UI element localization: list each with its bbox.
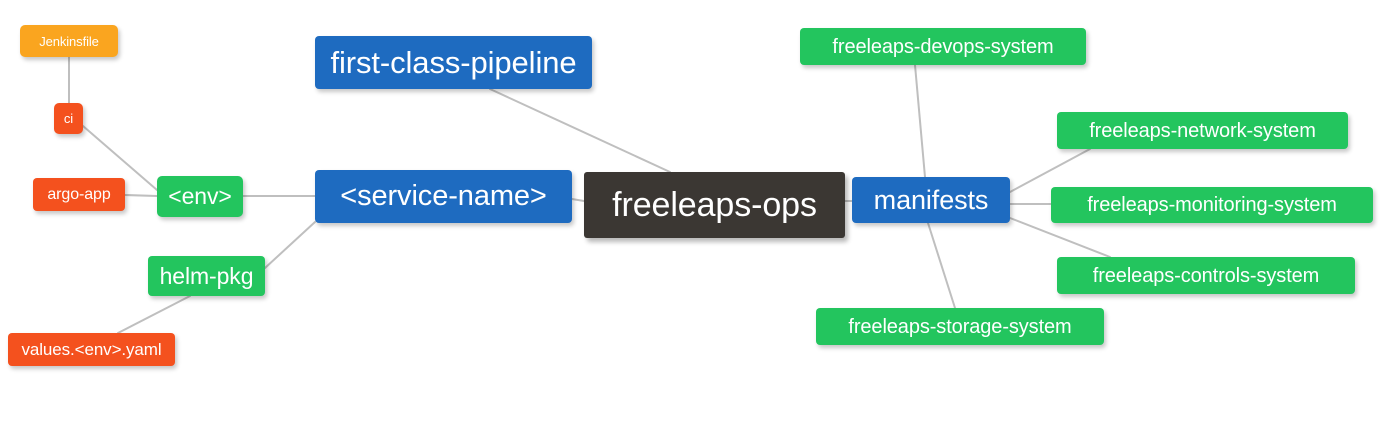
node-label: manifests (873, 184, 989, 215)
edge-manifests-to-freeleaps-network-system (1009, 148, 1091, 193)
node-label: <service-name> (340, 180, 547, 212)
node-label: values.<env>.yaml (21, 340, 162, 359)
node-label: <env> (168, 183, 232, 209)
node-manifests[interactable]: manifests (852, 177, 1010, 223)
edge-ci-to-env (82, 125, 158, 191)
node-label: ci (63, 111, 74, 126)
edge-manifests-to-freeleaps-storage-system (927, 222, 956, 309)
edge-service-name-to-freeleaps-ops (571, 198, 585, 202)
node-label: first-class-pipeline (330, 45, 577, 80)
edge-argo-app-to-env (124, 194, 158, 197)
node-label: argo-app (47, 185, 111, 203)
edge-manifests-to-freeleaps-controls-system (1009, 217, 1111, 258)
node-freeleaps-devops-system[interactable]: freeleaps-devops-system (800, 28, 1086, 65)
node-helm-pkg[interactable]: helm-pkg (148, 256, 265, 296)
node-label: helm-pkg (159, 262, 254, 289)
node-freeleaps-network-system[interactable]: freeleaps-network-system (1057, 112, 1348, 149)
edge-service-name-to-helm-pkg (264, 221, 316, 269)
node-env[interactable]: <env> (157, 176, 243, 217)
edge-manifests-to-freeleaps-devops-system (914, 64, 926, 178)
node-ci[interactable]: ci (54, 103, 83, 134)
node-label: Jenkinsfile (39, 33, 99, 49)
node-label: freeleaps-devops-system (832, 35, 1054, 58)
node-jenkinsfile[interactable]: Jenkinsfile (20, 25, 118, 57)
node-service-name[interactable]: <service-name> (315, 170, 572, 223)
edge-first-class-pipeline-to-freeleaps-ops (489, 88, 671, 173)
node-label: freeleaps-network-system (1089, 119, 1316, 142)
node-label: freeleaps-storage-system (848, 315, 1072, 338)
node-freeleaps-controls-system[interactable]: freeleaps-controls-system (1057, 257, 1355, 294)
node-freeleaps-ops[interactable]: freeleaps-ops (584, 172, 845, 238)
node-label: freeleaps-controls-system (1092, 264, 1320, 287)
edge-helm-pkg-to-values-env-yaml (117, 295, 191, 334)
node-freeleaps-storage-system[interactable]: freeleaps-storage-system (816, 308, 1104, 345)
node-label: freeleaps-ops (612, 186, 817, 224)
node-first-class-pipeline[interactable]: first-class-pipeline (315, 36, 592, 89)
node-label: freeleaps-monitoring-system (1087, 194, 1337, 216)
node-values-env-yaml[interactable]: values.<env>.yaml (8, 333, 175, 366)
node-argo-app[interactable]: argo-app (33, 178, 125, 211)
node-freeleaps-monitoring-system[interactable]: freeleaps-monitoring-system (1051, 187, 1373, 223)
